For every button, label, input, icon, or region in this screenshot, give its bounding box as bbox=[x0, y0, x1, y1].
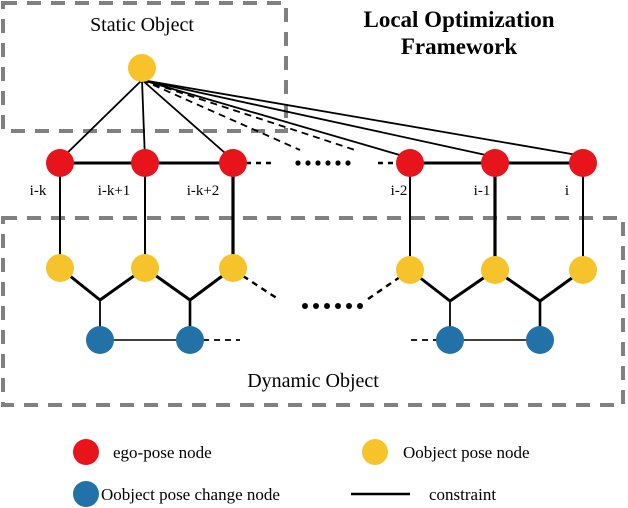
dynamic-object-section-box bbox=[1, 216, 625, 407]
ego-pose-node[interactable] bbox=[396, 149, 424, 177]
constraint-static-dashed-a bbox=[141, 79, 301, 151]
ego-pose-node[interactable] bbox=[131, 149, 159, 177]
legend-ego-pose-node-icon bbox=[73, 439, 99, 465]
dynamic-object-label: Dynamic Object bbox=[247, 370, 379, 392]
object-pose-node[interactable] bbox=[569, 256, 597, 284]
ego-pose-node[interactable] bbox=[46, 149, 74, 177]
legend: ego-pose node Oobject pose node Oobject … bbox=[73, 439, 530, 507]
object-pose-nodes-dynamic bbox=[46, 254, 597, 284]
legend-constraint-label: constraint bbox=[429, 485, 496, 504]
constraint-static-to-ego-4 bbox=[141, 79, 411, 159]
object-pose-node[interactable] bbox=[219, 254, 247, 282]
ego-pose-node-label: i-k bbox=[30, 183, 47, 199]
ego-pose-node[interactable] bbox=[481, 149, 509, 177]
object-pose-change-node[interactable] bbox=[86, 326, 114, 354]
static-object-constraints bbox=[59, 79, 584, 161]
ego-pose-node-label: i bbox=[565, 183, 569, 199]
object-pose-node[interactable] bbox=[46, 254, 74, 282]
legend-object-pose-change-node-icon bbox=[73, 481, 99, 507]
object-pose-node[interactable] bbox=[131, 254, 159, 282]
constraint-static-to-ego-6 bbox=[141, 79, 584, 157]
ego-pose-node-label: i-k+2 bbox=[187, 183, 220, 199]
constraint-static-to-ego-1 bbox=[59, 79, 143, 161]
ego-pose-node[interactable] bbox=[219, 149, 247, 177]
constraint-static-to-ego-3 bbox=[141, 79, 234, 161]
constraint-static-to-ego-5 bbox=[141, 79, 496, 158]
legend-object-pose-change-node-label: Oobject pose change node bbox=[101, 485, 280, 504]
static-object-label: Static Object bbox=[90, 14, 194, 36]
constraint-static-dashed-b bbox=[141, 79, 356, 151]
ego-pose-node[interactable] bbox=[569, 149, 597, 177]
ego-pose-node-label: i-1 bbox=[474, 183, 491, 199]
ego-pose-nodes bbox=[46, 149, 597, 177]
constraint-object3-dashed bbox=[242, 274, 279, 301]
dynamic-row-ellipsis bbox=[302, 303, 363, 309]
object-pose-change-node[interactable] bbox=[436, 326, 464, 354]
figure-title-line-2: Framework bbox=[401, 34, 517, 59]
object-pose-change-nodes bbox=[86, 326, 554, 354]
static-object-pose-node[interactable] bbox=[128, 54, 156, 82]
object-pose-node[interactable] bbox=[396, 256, 424, 284]
ego-pose-node-label: i-k+1 bbox=[98, 183, 131, 199]
object-pose-node[interactable] bbox=[481, 256, 509, 284]
legend-object-pose-node-label: Oobject pose node bbox=[403, 443, 530, 462]
legend-ego-pose-node-label: ego-pose node bbox=[113, 443, 212, 462]
legend-object-pose-node-icon bbox=[362, 439, 388, 465]
constraint-static-to-ego-2 bbox=[141, 79, 146, 161]
ego-pose-node-label: i-2 bbox=[391, 183, 408, 199]
object-pose-change-node[interactable] bbox=[526, 326, 554, 354]
ego-row-ellipsis bbox=[295, 160, 351, 166]
ego-to-object-constraints bbox=[59, 163, 584, 270]
figure-title-line-1: Local Optimization bbox=[363, 7, 554, 32]
object-pose-change-node[interactable] bbox=[176, 326, 204, 354]
